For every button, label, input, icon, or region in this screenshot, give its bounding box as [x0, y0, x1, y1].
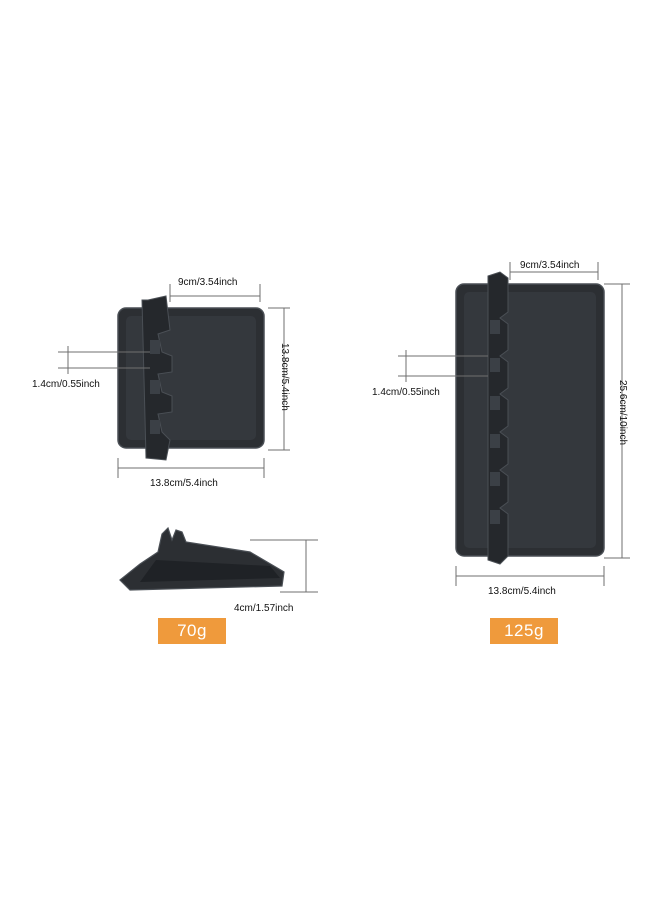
large-weight-badge: 125g — [490, 618, 558, 644]
small-spoon-rest-top-view — [117, 295, 265, 461]
small-bottom-label: 13.8cm/5.4inch — [150, 478, 218, 489]
small-rest-side-dimension-lines — [250, 539, 318, 593]
small-depth-label: 4cm/1.57inch — [234, 603, 294, 614]
large-rest-dimension-lines — [398, 262, 630, 586]
small-width-label: 9cm/3.54inch — [178, 277, 238, 288]
small-rest-dimension-lines — [58, 284, 290, 478]
small-height-label: 13.8cm/5.4inch — [279, 343, 290, 411]
large-slot-label: 1.4cm/0.55inch — [372, 387, 440, 398]
large-bottom-label: 13.8cm/5.4inch — [488, 586, 556, 597]
large-spoon-rest-top-view — [455, 271, 605, 565]
small-spoon-rest-side-view — [119, 526, 285, 591]
large-width-label: 9cm/3.54inch — [520, 260, 580, 271]
small-weight-badge: 70g — [158, 618, 226, 644]
small-slot-label: 1.4cm/0.55inch — [32, 379, 100, 390]
large-height-label: 25.6cm/10inch — [617, 380, 628, 446]
